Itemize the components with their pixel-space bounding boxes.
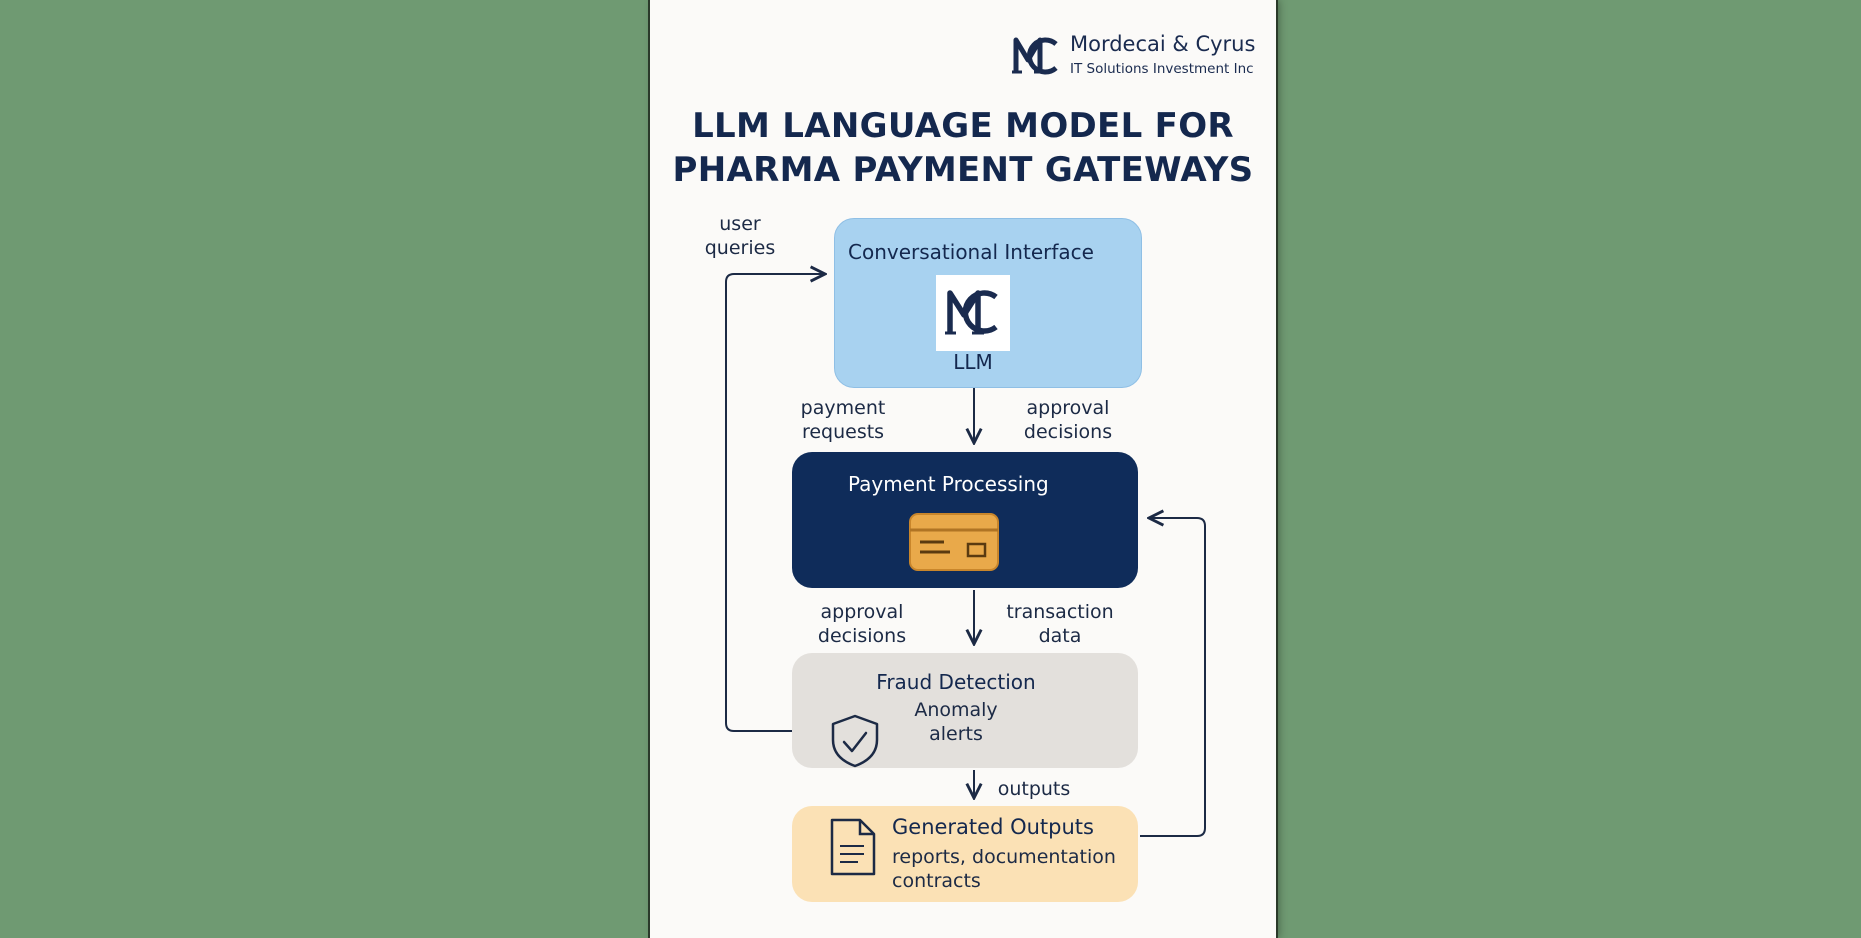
node-conversational-sublabel: LLM [953, 350, 993, 374]
poster-page: Mordecai & Cyrus IT Solutions Investment… [650, 0, 1276, 938]
node-outputs-subtitle: reports, documentation contracts [892, 846, 1116, 892]
title-line-1: LLM LANGUAGE MODEL FOR [692, 106, 1234, 146]
loop-fraud-to-conversational [725, 274, 825, 732]
node-fraud-title: Fraud Detection [876, 670, 1036, 694]
llm-logo-tile [936, 275, 1010, 351]
node-outputs-title: Generated Outputs [892, 815, 1094, 839]
mc-monogram-icon [1012, 37, 1058, 75]
edge-label-approval-decisions-top: approval decisions [1023, 397, 1113, 443]
page-title: LLM LANGUAGE MODEL FOR PHARMA PAYMENT GA… [650, 104, 1276, 192]
node-fraud-subtitle: Anomaly alerts [914, 699, 998, 745]
brand-name: Mordecai & Cyrus [1070, 32, 1256, 56]
edge-label-user-queries: user queries [704, 213, 776, 259]
node-conversational-title: Conversational Interface [848, 240, 1094, 264]
edge-label-transaction-data: transaction data [1006, 601, 1114, 647]
shield-check-icon [831, 714, 879, 768]
title-line-2: PHARMA PAYMENT GATEWAYS [672, 150, 1254, 190]
flow-connectors [725, 0, 1206, 837]
brand-tagline: IT Solutions Investment Inc [1070, 61, 1254, 77]
mc-monogram-icon [945, 290, 998, 335]
edge-label-approval-decisions-mid: approval decisions [817, 601, 907, 647]
edge-label-payment-requests: payment requests [800, 397, 886, 443]
credit-card-icon [909, 513, 999, 571]
loop-outputs-to-payment [1140, 518, 1206, 837]
node-payment-title: Payment Processing [848, 472, 1049, 496]
edge-label-outputs: outputs [997, 778, 1071, 800]
document-icon [830, 818, 876, 876]
